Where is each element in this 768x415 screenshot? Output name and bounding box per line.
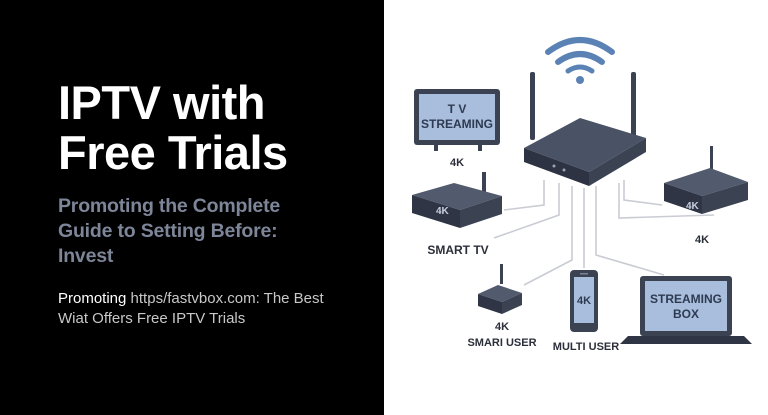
- promo-lead: Promoting: [58, 290, 127, 307]
- right-box-label: 4K: [695, 234, 709, 246]
- subheading-line-3: Invest: [58, 245, 114, 267]
- subheading: Promoting the Complete Guide to Setting …: [58, 194, 358, 269]
- phone-device: 4K MULTI USER: [553, 270, 619, 353]
- headline: IPTV with Free Trials: [58, 78, 384, 178]
- laptop-device: STREAMING BOX: [620, 276, 752, 344]
- smart-tv-box-badge: 4K: [436, 206, 450, 217]
- promo-text: Promoting https/fastvbox.com: The Best W…: [58, 289, 368, 329]
- network-illustration: T V STREAMING 4K 4K SMART TV 4K 4K: [412, 37, 752, 353]
- laptop-screen-line-2: BOX: [673, 307, 699, 321]
- laptop-screen-line-1: STREAMING: [650, 292, 722, 306]
- tv-screen-line-2: STREAMING: [421, 117, 493, 131]
- phone-screen-text: 4K: [577, 295, 591, 307]
- router-icon: [524, 72, 646, 186]
- promo-line-2: Wiat Offers Free IPTV Trials: [58, 310, 246, 327]
- small-streaming-box: 4K SMARI USER: [467, 264, 537, 349]
- text-panel: IPTV with Free Trials Promoting the Comp…: [0, 0, 384, 415]
- small-box-label-line-2: SMARI USER: [467, 337, 536, 349]
- connection-lines: [493, 180, 715, 286]
- phone-label: MULTI USER: [553, 341, 619, 353]
- headline-line-1: IPTV with: [58, 76, 266, 129]
- wifi-icon: [545, 37, 615, 84]
- subheading-line-1: Promoting the Complete: [58, 195, 281, 217]
- small-box-label-line-1: 4K: [495, 321, 509, 333]
- subheading-line-2: Guide to Setting Before:: [58, 220, 278, 242]
- headline-line-2: Free Trials: [58, 126, 288, 179]
- right-box-badge: 4K: [686, 201, 700, 212]
- tv-label: 4K: [450, 157, 464, 169]
- tv-device: T V STREAMING 4K: [414, 89, 500, 169]
- smart-tv-box: 4K SMART TV: [412, 172, 502, 257]
- smart-tv-label: SMART TV: [427, 243, 488, 257]
- right-streaming-box: 4K 4K: [664, 146, 748, 246]
- illustration-panel: T V STREAMING 4K 4K SMART TV 4K 4K: [384, 0, 768, 415]
- promo-line-1: https/fastvbox.com: The Best: [130, 290, 324, 307]
- tv-screen-line-1: T V: [448, 102, 467, 116]
